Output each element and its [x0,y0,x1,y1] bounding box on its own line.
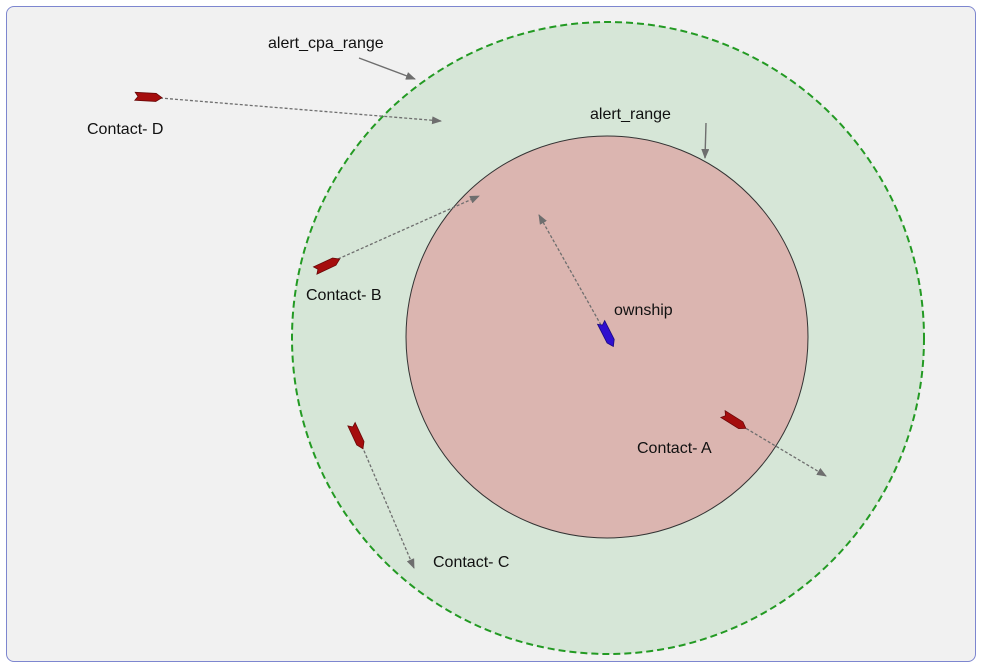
ownship-vector [538,214,602,326]
contact-b-label: Contact- B [306,287,382,304]
alert-range-label: alert_range [590,106,671,123]
alert-cpa-range-label: alert_cpa_range [268,35,384,52]
alert-cpa-range-pointer [358,57,416,80]
ownship-icon [596,319,615,348]
contact-b-ship-icon [312,257,341,275]
contact-b-vector [337,195,480,260]
contact-c-label: Contact- C [433,554,509,571]
contact-a-ship-icon [719,409,747,430]
contact-c-ship-icon [347,421,365,450]
contact-c-vector [361,445,415,569]
ownship-label: ownship [614,302,673,319]
contact-a-vector [741,425,827,477]
alert-range-pointer [701,122,710,159]
contact-d-label: Contact- D [87,121,163,138]
contact-a-label: Contact- A [637,440,712,457]
contact-d-vector [159,97,442,125]
contact-d-ship-icon [133,91,163,102]
